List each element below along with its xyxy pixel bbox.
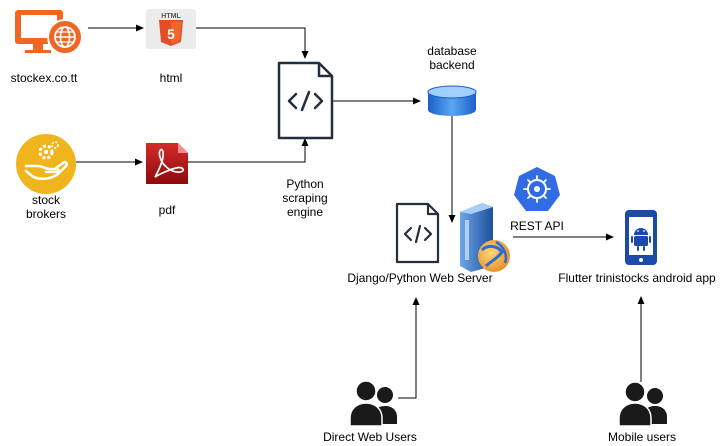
html5-glyph: 5 <box>167 26 175 42</box>
scraper-label-line3: engine <box>286 205 324 219</box>
database-icon <box>427 85 477 116</box>
database-label-line1: database <box>427 44 477 58</box>
rest-api-label: REST API <box>510 219 564 233</box>
edge-html-to-scraper <box>196 27 309 59</box>
database-label-line2: backend <box>429 58 475 72</box>
stockex-label: stockex.co.tt <box>10 71 78 85</box>
web-users-label: Direct Web Users <box>323 430 417 444</box>
kubernetes-gear-icon <box>514 167 560 211</box>
users-icon <box>618 381 667 427</box>
webserver-label: Django/Python Web Server <box>347 271 493 285</box>
scraper-label-line2: scraping <box>282 191 328 205</box>
connectors <box>76 24 645 399</box>
code-file-icon <box>277 61 334 140</box>
html5-icon: HTML 5 <box>146 9 196 49</box>
users-icon <box>349 380 397 427</box>
pdf-icon <box>146 143 188 184</box>
desktop-globe-icon <box>15 10 83 55</box>
scraper-label-line1: Python <box>286 177 324 191</box>
web-server-icon <box>395 202 510 272</box>
database-label: database backend <box>408 44 496 72</box>
scraper-label: Python scraping engine <box>262 177 348 219</box>
html5-badge-text: HTML <box>161 13 181 20</box>
code-file-icon <box>395 202 440 264</box>
edge-pdf-to-scraper <box>188 138 309 163</box>
edge-webusers-to-webserver <box>398 297 420 399</box>
hand-gear-icon <box>16 134 76 194</box>
app-label: Flutter trinistocks android app <box>558 271 716 285</box>
html-label: html <box>159 71 183 85</box>
mobile-users-label: Mobile users <box>607 430 677 444</box>
brokers-label: stock brokers <box>6 193 86 221</box>
pdf-label: pdf <box>158 203 176 217</box>
brokers-label-line1: stock <box>31 193 60 207</box>
brokers-label-line2: brokers <box>25 207 66 221</box>
android-phone-icon <box>625 210 657 265</box>
